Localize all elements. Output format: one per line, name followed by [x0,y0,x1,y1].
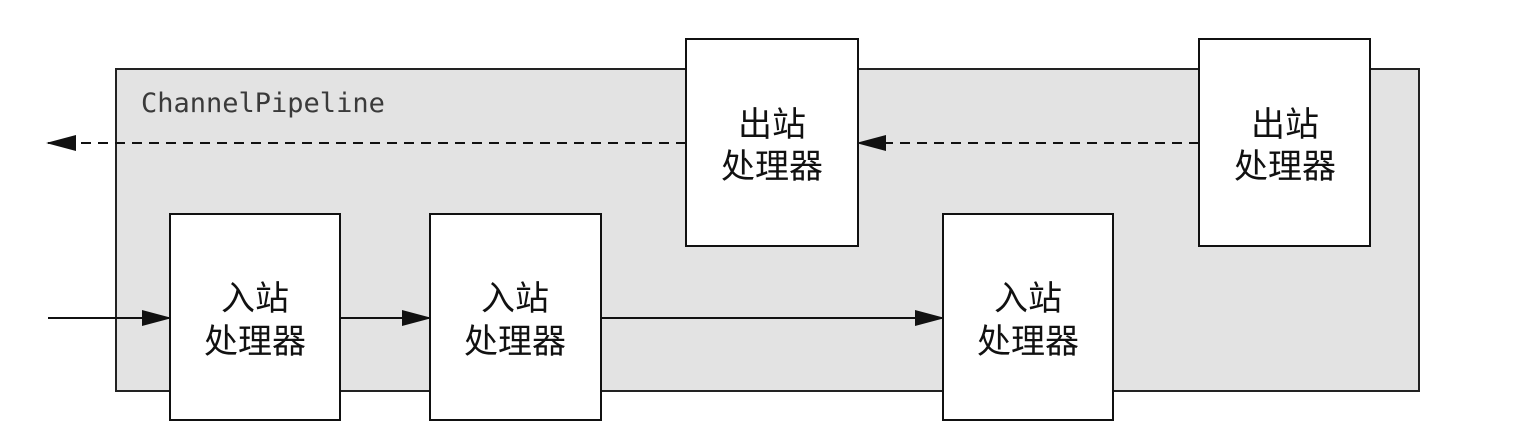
handler-label-line2: 处理器 [204,322,306,362]
outbound-handler: 出站 处理器 [1198,38,1371,247]
handler-label-line2: 处理器 [464,322,566,362]
handler-label-line1: 出站 [1251,105,1319,145]
handler-label-line2: 处理器 [1234,147,1336,187]
inbound-handler: 入站 处理器 [942,213,1114,421]
handler-label-line1: 出站 [738,105,806,145]
inbound-handler: 入站 处理器 [429,213,602,421]
pipeline-label: ChannelPipeline [141,88,385,119]
handler-label-line2: 处理器 [977,322,1079,362]
inbound-handler: 入站 处理器 [169,213,341,421]
handler-label-line1: 入站 [994,279,1062,319]
handler-label-line1: 入站 [221,279,289,319]
handler-label-line2: 处理器 [721,147,823,187]
handler-label-line1: 入站 [481,279,549,319]
outbound-handler: 出站 处理器 [685,38,859,247]
